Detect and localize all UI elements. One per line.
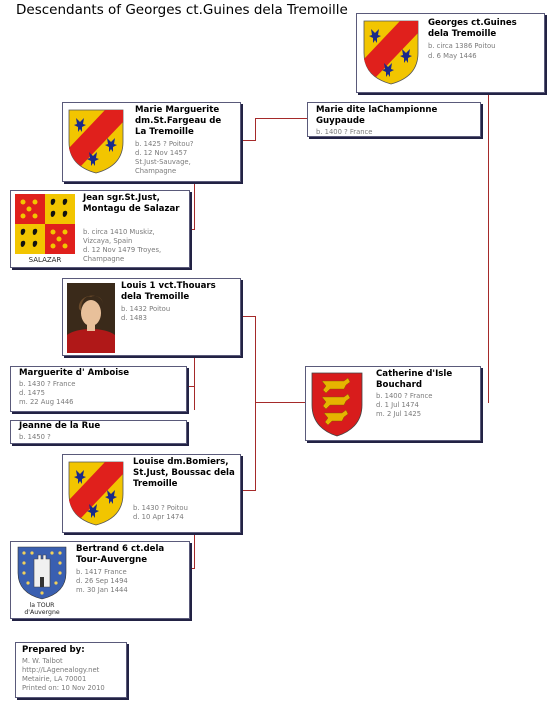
- person-card-bertrand[interactable]: la TOUR d'Auvergne Bertrand 6 ct.dela To…: [10, 541, 190, 619]
- person-detail: b. 1400 ? France: [376, 392, 433, 400]
- person-detail: St.Just-Sauvage,: [135, 158, 191, 166]
- person-detail: b. circa 1386 Poitou: [428, 42, 496, 50]
- person-name: Georges ct.Guines dela Tremoille: [428, 18, 517, 39]
- portrait-image: [67, 283, 115, 353]
- person-card-louise[interactable]: Louise dm.Bomiers, St.Just, Boussac dela…: [62, 454, 241, 533]
- person-detail: d. 1 Jul 1474: [376, 401, 419, 409]
- person-detail: b. circa 1410 Muskiz,: [83, 228, 155, 236]
- connector-line: [255, 118, 307, 119]
- person-card-marie-marguerite[interactable]: Marie Marguerite dm.St.Fargeau de La Tre…: [62, 102, 241, 182]
- person-detail: m. 30 Jan 1444: [76, 586, 128, 594]
- connector-line: [241, 490, 256, 491]
- person-name: Marie Marguerite dm.St.Fargeau de La Tre…: [135, 105, 222, 137]
- person-name: Jeanne de la Rue: [19, 421, 101, 431]
- person-name: Louise dm.Bomiers, St.Just, Boussac dela…: [133, 457, 235, 489]
- person-detail: d. 1483: [121, 314, 147, 322]
- coat-of-arms-caption: la TOUR d'Auvergne: [24, 602, 60, 616]
- coat-of-arms-icon: [68, 109, 124, 174]
- person-detail: b. 1400 ? France: [316, 128, 373, 136]
- person-detail: m. 2 Jul 1425: [376, 410, 422, 418]
- person-card-louis[interactable]: Louis 1 vct.Thouars dela Tremoille b. 14…: [62, 278, 241, 356]
- connector-line: [187, 386, 195, 387]
- person-detail: d. 26 Sep 1494: [76, 577, 128, 585]
- connector-line: [488, 95, 489, 96]
- person-detail: b. 1417 France: [76, 568, 127, 576]
- coat-of-arms-icon: [15, 194, 75, 254]
- coat-of-arms-icon: [17, 546, 67, 600]
- connector-line: [194, 356, 195, 410]
- connector-line: [194, 533, 195, 569]
- person-name: Jean sgr.St.Just, Montagu de Salazar: [83, 193, 180, 214]
- connector-line: [488, 118, 489, 403]
- person-detail: b. 1432 Poitou: [121, 305, 171, 313]
- person-detail: d. 12 Nov 1479 Troyes,: [83, 246, 162, 254]
- person-detail: Champagne: [135, 167, 177, 175]
- person-name: Marguerite d' Amboise: [19, 368, 130, 378]
- person-name: Catherine d'Isle Bouchard: [376, 369, 453, 390]
- prepared-by-title: Prepared by:: [22, 645, 85, 655]
- connector-line: [255, 118, 256, 141]
- person-detail: d. 6 May 1446: [428, 52, 477, 60]
- prepared-by-line: Printed on: 10 Nov 2010: [22, 684, 105, 692]
- coat-of-arms-icon: [68, 461, 124, 526]
- person-detail: Champagne: [83, 255, 125, 263]
- person-card-georges[interactable]: Georges ct.Guines dela Tremoille b. circ…: [356, 13, 545, 93]
- person-detail: Vizcaya, Spain: [83, 237, 133, 245]
- connector-line: [190, 229, 195, 230]
- prepared-by-box: Prepared by: M. W. Talbot http://LAgenea…: [15, 642, 127, 698]
- person-detail: d. 10 Apr 1474: [133, 513, 184, 521]
- connector-line: [255, 316, 256, 491]
- person-detail: b. 1450 ?: [19, 433, 51, 441]
- person-detail: d. 1475: [19, 389, 45, 397]
- connector-line: [241, 316, 256, 317]
- coat-of-arms-icon: [311, 372, 363, 437]
- coat-of-arms-icon: [363, 20, 419, 85]
- prepared-by-line: M. W. Talbot: [22, 657, 63, 665]
- person-card-jeanne[interactable]: Jeanne de la Rue b. 1450 ?: [10, 420, 187, 444]
- chart-title: Descendants of Georges ct.Guines dela Tr…: [16, 2, 348, 18]
- connector-line: [190, 568, 195, 569]
- person-name: Marie dite laChampionne Guypaude: [316, 105, 438, 126]
- coat-of-arms-caption: SALAZAR: [28, 256, 62, 264]
- connector-line: [255, 402, 307, 403]
- person-card-marguerite[interactable]: Marguerite d' Amboise b. 1430 ? France d…: [10, 366, 187, 412]
- person-card-catherine[interactable]: Catherine d'Isle Bouchard b. 1400 ? Fran…: [305, 366, 481, 441]
- person-detail: d. 12 Nov 1457: [135, 149, 188, 157]
- person-detail: m. 22 Aug 1446: [19, 398, 74, 406]
- person-name: Bertrand 6 ct.dela Tour-Auvergne: [76, 544, 165, 565]
- person-name: Louis 1 vct.Thouars dela Tremoille: [121, 281, 216, 302]
- person-detail: b. 1425 ? Poitou?: [135, 140, 194, 148]
- person-card-jean[interactable]: SALAZAR Jean sgr.St.Just, Montagu de Sal…: [10, 190, 190, 268]
- person-detail: b. 1430 ? Poitou: [133, 504, 188, 512]
- person-card-marie-dite[interactable]: Marie dite laChampionne Guypaude b. 1400…: [307, 102, 481, 137]
- connector-line: [241, 140, 256, 141]
- prepared-by-line: Metairie, LA 70001: [22, 675, 87, 683]
- connector-line: [194, 182, 195, 230]
- prepared-by-line: http://LAgenealogy.net: [22, 666, 100, 674]
- person-detail: b. 1430 ? France: [19, 380, 76, 388]
